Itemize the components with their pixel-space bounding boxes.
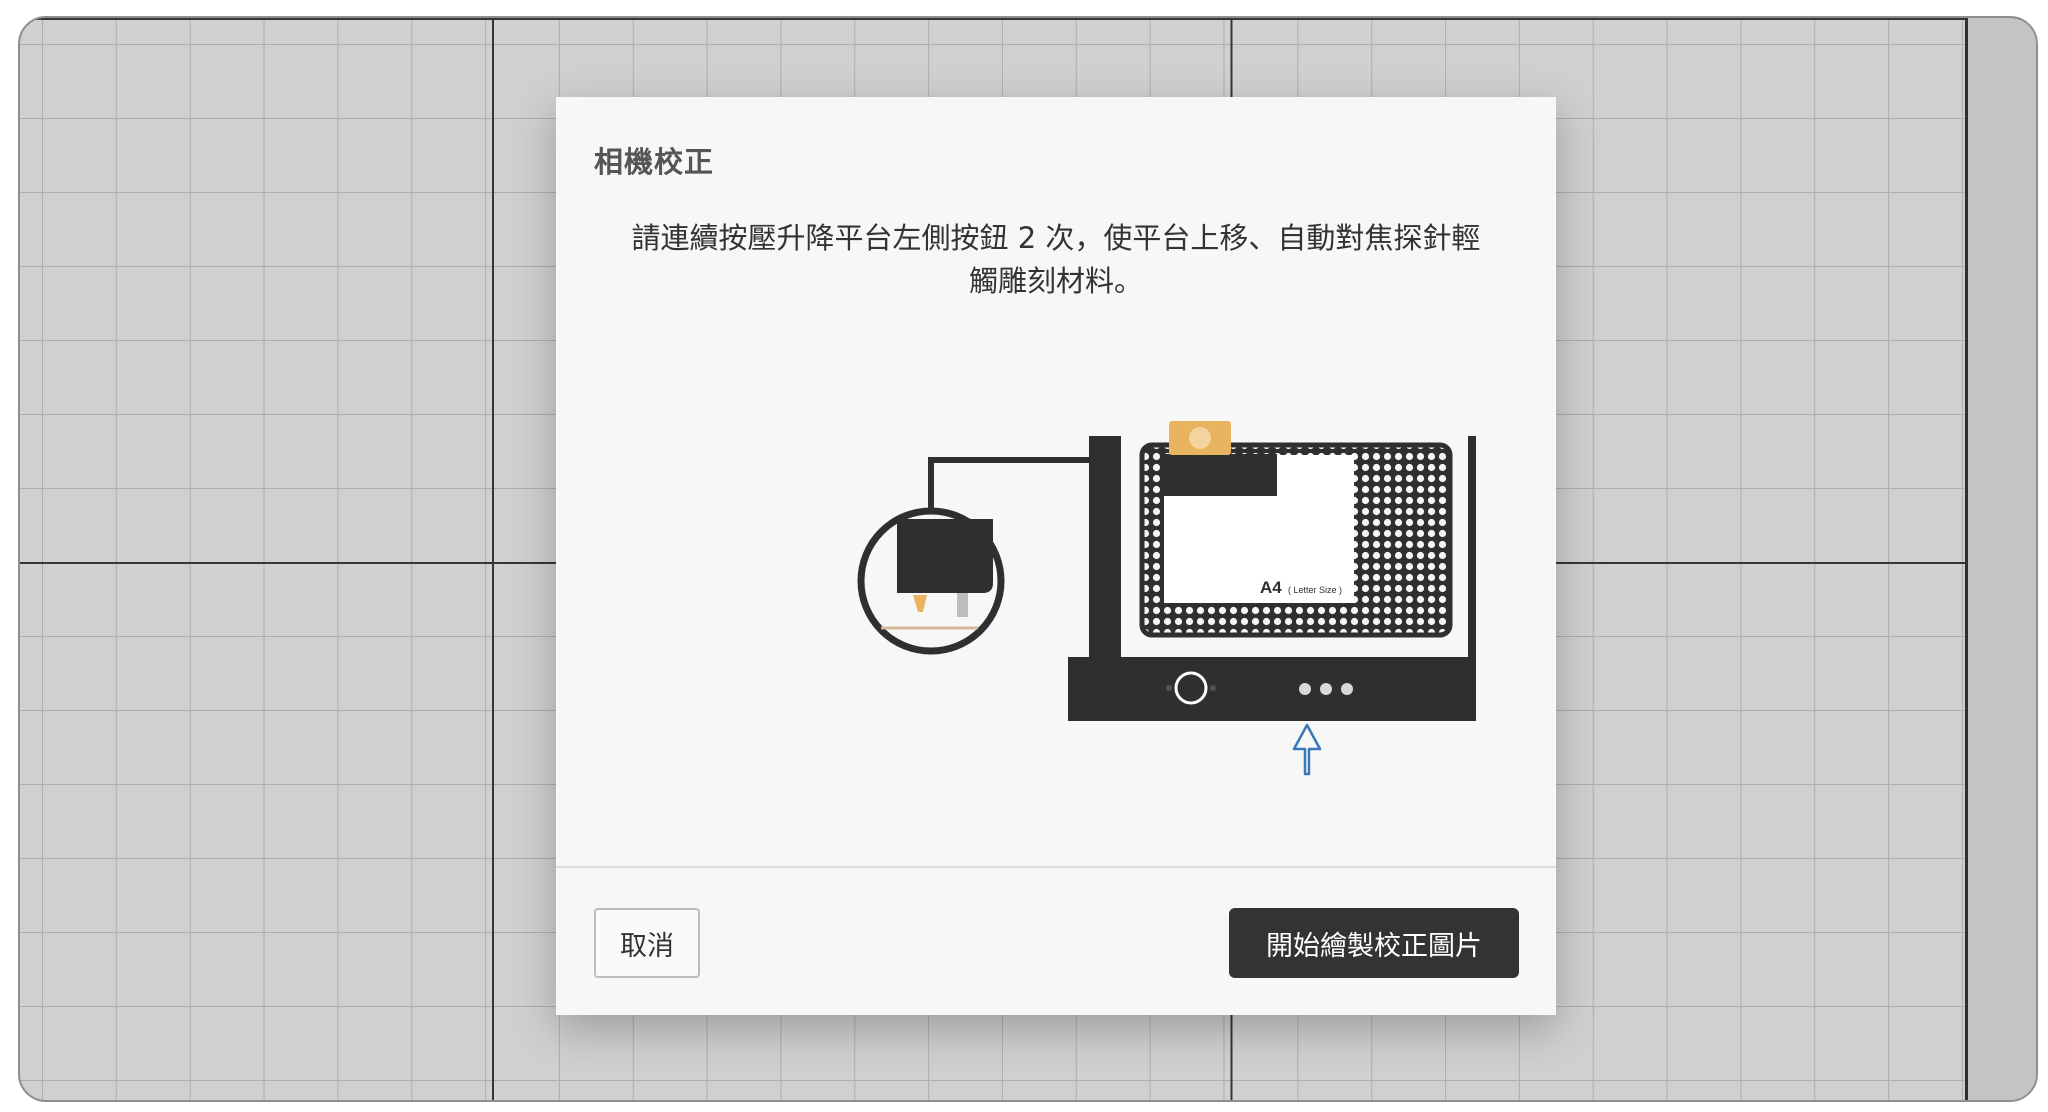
probe-magnifier	[857, 457, 1131, 655]
machine-illustration: A4 ( Letter Size )	[857, 421, 1476, 776]
arrow-up-icon	[1292, 723, 1322, 776]
start-calibration-button[interactable]: 開始繪製校正圖片	[1229, 908, 1519, 978]
paper-label-size: ( Letter Size )	[1288, 585, 1342, 595]
camera-calibration-dialog: 相機校正 請連續按壓升降平台左側按鈕 2 次，使平台上移、自動對焦探針輕 觸雕刻…	[556, 97, 1556, 1015]
instruction-line-2: 觸雕刻材料。	[968, 264, 1143, 298]
probe-tip	[913, 595, 927, 612]
dialog-instruction: 請連續按壓升降平台左側按鈕 2 次，使平台上移、自動對焦探針輕 觸雕刻材料。	[576, 217, 1536, 303]
dialog-title: 相機校正	[594, 145, 715, 179]
lift-platform-base	[1166, 671, 1353, 705]
right-sidebar	[1965, 18, 2036, 1100]
paper-label-a4: A4	[1260, 578, 1282, 597]
cancel-button[interactable]: 取消	[594, 908, 700, 978]
instruction-line-1: 請連續按壓升降平台左側按鈕 2 次，使平台上移、自動對焦探針輕	[631, 221, 1481, 255]
honeycomb-bed: A4 ( Letter Size )	[1139, 421, 1453, 638]
footer-divider	[556, 866, 1556, 868]
lift-button	[1174, 671, 1208, 705]
